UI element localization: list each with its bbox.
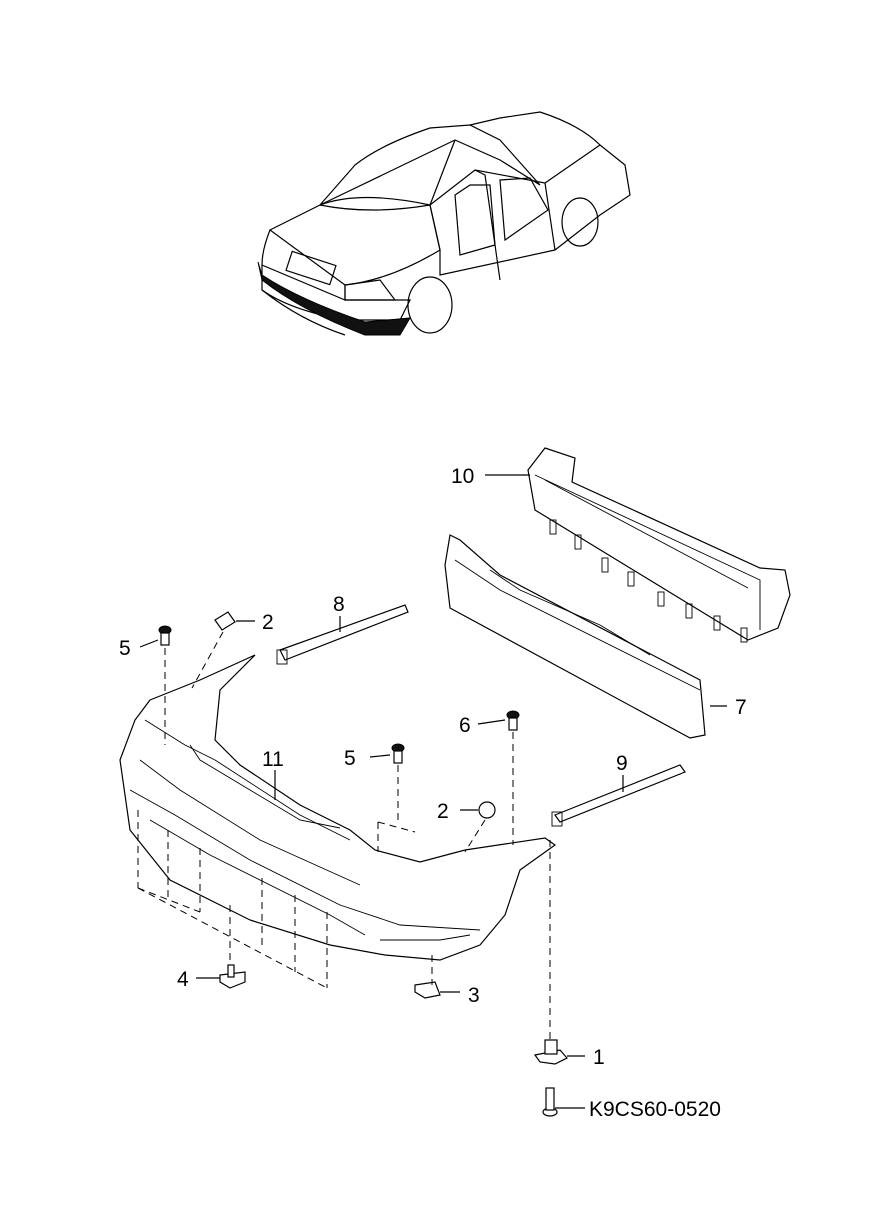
part-8-strip (276, 604, 409, 665)
part-11-bumper-cover (119, 654, 557, 961)
callout-3: 3 (468, 984, 480, 1007)
callout-5-lower: 5 (344, 747, 356, 770)
beam-teeth (549, 519, 748, 643)
callout-1: 1 (593, 1046, 605, 1069)
car-illustration (257, 111, 631, 336)
callout-2-upper: 2 (262, 611, 274, 634)
leader-lines (139, 474, 727, 1109)
callout-7: 7 (735, 696, 747, 719)
callout-2-lower: 2 (437, 800, 449, 823)
part-7-absorber (444, 534, 706, 739)
fasteners (158, 611, 568, 1117)
part-9-strip (551, 764, 686, 827)
assembly-lines (137, 631, 551, 1040)
part-code-label: K9CS60-0520 (589, 1098, 721, 1121)
callout-6: 6 (459, 714, 471, 737)
callout-5-upper: 5 (119, 637, 131, 660)
callout-10: 10 (451, 465, 474, 488)
callout-11: 11 (262, 748, 284, 771)
callout-9: 9 (616, 752, 628, 775)
callout-8: 8 (333, 593, 345, 616)
callout-4: 4 (177, 968, 189, 991)
part-10-rear-beam (527, 447, 791, 643)
